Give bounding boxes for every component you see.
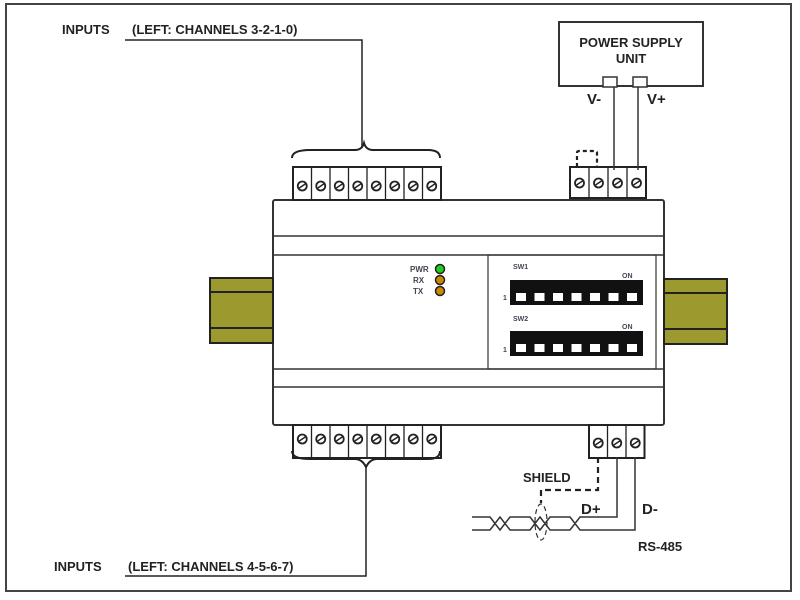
shield-label: SHIELD [523,470,571,485]
dip-switch-key[interactable] [608,293,619,301]
dip-switch-sw1[interactable]: SW1 ON 1 [503,264,643,305]
terminal-screw[interactable] [370,180,382,192]
shield-ring [534,503,548,541]
io-module [272,199,665,426]
led-label-rx: RX [413,276,425,285]
rs485-wiring [472,457,636,541]
v-plus-label: V+ [647,91,666,108]
led-pwr-indicator [434,263,446,275]
terminal-screw[interactable] [611,437,623,449]
terminal-screw[interactable] [370,433,382,445]
terminal-screw[interactable] [315,433,327,445]
dip-switch-key[interactable] [553,293,563,301]
dip-switch-sw2[interactable]: SW2 ON 1 [503,316,643,356]
top-inputs-label: INPUTS [62,22,110,37]
twisted-pair-cable [472,515,593,532]
terminal-screw[interactable] [296,433,308,445]
sw2-label: SW2 [513,316,528,323]
led-rx-indicator [434,274,446,286]
terminal-screw[interactable] [389,433,401,445]
bottom-inputs-detail: (LEFT: CHANNELS 4-5-6-7) [128,559,293,574]
top-brace [291,139,441,159]
terminal-screw[interactable] [592,437,604,449]
led-panel: PWR RX TX [410,263,446,297]
rs485-label: RS-485 [638,539,682,554]
sw2-on-label: ON [622,324,633,331]
bottom-inputs-leader [125,467,367,577]
power-supply-unit: POWER SUPPLY UNIT [558,21,704,88]
dip-switch-key[interactable] [590,293,600,301]
d-plus-label: D+ [581,501,601,518]
dip-switch-key[interactable] [553,344,563,352]
din-rail-right [663,278,728,345]
terminal-block-bottom-inputs [292,424,442,459]
terminal-screw[interactable] [426,433,438,445]
terminal-screw[interactable] [352,180,364,192]
terminal-block-power [569,166,647,199]
sw1-body [510,280,643,305]
psu-terminal-v-plus [632,76,648,88]
dip-switch-key[interactable] [590,344,600,352]
v-minus-label: V- [587,91,601,108]
jumper-dashed [575,149,599,167]
psu-label-line2: UNIT [616,51,646,66]
dip-switch-key[interactable] [571,344,582,352]
terminal-screw[interactable] [629,437,641,449]
terminal-screw[interactable] [315,180,327,192]
psu-label-line1: POWER SUPPLY [579,35,683,50]
sw2-position-one: 1 [503,347,507,354]
terminal-screw[interactable] [426,180,438,192]
terminal-screw[interactable] [296,180,308,192]
sw1-position-one: 1 [503,295,507,302]
led-label-pwr: PWR [410,265,429,274]
dip-switch-key[interactable] [627,293,637,301]
d-minus-label: D- [642,501,658,518]
sw1-on-label: ON [622,273,633,280]
led-tx-indicator [434,285,446,297]
wire-d-plus [590,457,618,518]
top-inputs-leader [125,39,363,148]
terminal-screw[interactable] [407,433,419,445]
terminal-screw[interactable] [574,177,585,189]
dip-switch-key[interactable] [608,344,619,352]
dip-switch-key[interactable] [627,344,637,352]
sw2-body [510,331,643,356]
dip-switch-key[interactable] [516,344,526,352]
dip-switch-key[interactable] [571,293,582,301]
top-inputs-detail: (LEFT: CHANNELS 3-2-1-0) [132,22,297,37]
din-rail-left [209,277,274,344]
terminal-screw[interactable] [333,180,345,192]
sw1-label: SW1 [513,264,528,271]
dip-switch-key[interactable] [516,293,526,301]
terminal-block-rs485 [588,424,646,459]
terminal-screw[interactable] [389,180,401,192]
bottom-inputs-label: INPUTS [54,559,102,574]
terminal-screw[interactable] [593,177,604,189]
dip-switch-key[interactable] [534,344,545,352]
terminal-screw[interactable] [333,433,345,445]
dip-switch-key[interactable] [534,293,545,301]
terminal-screw[interactable] [612,177,623,189]
terminal-screw[interactable] [352,433,364,445]
wire-d-minus [593,457,636,531]
frame-border [5,3,792,592]
terminal-block-top-inputs [292,166,442,201]
led-label-tx: TX [413,287,424,296]
terminal-screw[interactable] [407,180,419,192]
shield-wire [539,457,600,503]
terminal-screw[interactable] [631,177,642,189]
psu-terminal-v-minus [602,76,618,88]
